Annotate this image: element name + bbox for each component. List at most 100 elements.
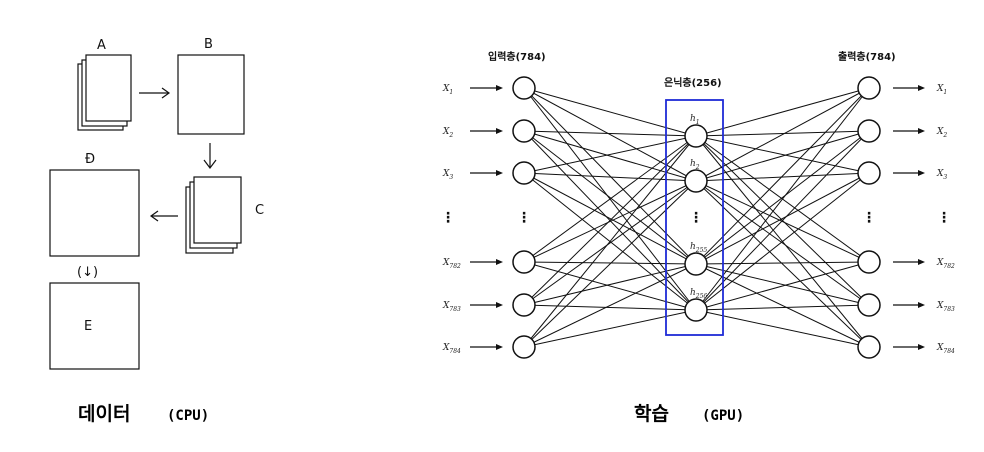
input-label: X2	[442, 127, 453, 139]
edge-input-hidden	[523, 180, 697, 348]
edge-hidden-output	[695, 135, 870, 263]
edge-input-hidden	[523, 130, 697, 137]
output-arrow-head	[918, 344, 925, 350]
ellipsis-vertical: ⋮	[862, 210, 876, 226]
edge-input-hidden	[523, 180, 697, 263]
optional-down-arrow: (↓)	[77, 265, 98, 280]
output-arrow-head	[918, 128, 925, 134]
edge-input-hidden	[523, 263, 697, 306]
edge-input-hidden	[523, 263, 697, 348]
edge-input-hidden	[523, 135, 697, 306]
training-caption-gpu: (GPU)	[702, 408, 744, 424]
output-node	[857, 119, 881, 143]
output-node	[857, 293, 881, 317]
input-layer-label: 입력층(784)	[488, 50, 546, 63]
hidden-node-label: h255	[690, 242, 707, 254]
hidden-layer-label: 은닉층(256)	[664, 76, 722, 89]
edge-input-hidden	[523, 172, 697, 265]
document-a-stack	[77, 54, 132, 131]
edge-hidden-output	[695, 304, 870, 311]
edge-input-hidden	[523, 304, 697, 311]
input-node	[512, 293, 536, 317]
output-label: X782	[936, 258, 955, 270]
input-node	[512, 335, 536, 359]
document-d-label: Đ	[85, 152, 95, 167]
input-arrow-head	[496, 170, 503, 176]
edge-hidden-output	[695, 130, 870, 182]
input-node	[512, 250, 536, 274]
document-a-label: A	[97, 38, 106, 53]
edge-hidden-output	[695, 261, 870, 311]
edge-hidden-output	[695, 130, 870, 265]
output-arrow-head	[918, 85, 925, 91]
edge-input-hidden	[523, 172, 697, 182]
input-label: X782	[442, 258, 461, 270]
output-arrow-head	[918, 302, 925, 308]
hidden-node	[684, 124, 708, 148]
network-nodes	[512, 76, 881, 359]
arrow-c-to-d	[149, 210, 178, 222]
ellipsis-vertical: ⋮	[937, 210, 951, 226]
input-arrow-head	[496, 128, 503, 134]
input-arrow-head	[496, 302, 503, 308]
output-label: X2	[936, 127, 947, 139]
edge-hidden-output	[695, 130, 870, 137]
edge-input-hidden	[523, 135, 697, 348]
edge-hidden-output	[695, 261, 870, 265]
edge-input-hidden	[523, 87, 697, 182]
document-b	[177, 54, 245, 135]
hidden-layer-box	[665, 99, 724, 336]
document-e-label: E	[84, 319, 92, 334]
edge-input-hidden	[523, 130, 697, 182]
edge-hidden-output	[695, 172, 870, 182]
hidden-node-label: h256	[690, 288, 707, 300]
hidden-node-label: h1	[690, 114, 700, 126]
hidden-node	[684, 252, 708, 276]
input-label: X1	[442, 84, 453, 96]
edge-hidden-output	[695, 172, 870, 265]
input-node	[512, 119, 536, 143]
document-b-label: B	[204, 37, 213, 52]
edge-hidden-output	[695, 263, 870, 348]
edge-input-hidden	[523, 87, 697, 265]
edge-input-hidden	[523, 261, 697, 265]
edge-input-hidden	[523, 261, 697, 311]
edge-hidden-output	[695, 180, 870, 263]
output-node	[857, 250, 881, 274]
output-arrow-head	[918, 170, 925, 176]
output-label: X1	[936, 84, 947, 96]
edge-hidden-output	[695, 180, 870, 348]
output-label: X783	[936, 301, 955, 313]
input-node	[512, 76, 536, 100]
input-label: X3	[442, 169, 453, 181]
edge-input-hidden	[523, 180, 697, 306]
edge-input-hidden	[523, 130, 697, 265]
output-label: X3	[936, 169, 947, 181]
edge-hidden-output	[695, 180, 870, 306]
ellipsis-vertical: ⋮	[441, 210, 455, 226]
edge-hidden-output	[695, 135, 870, 306]
edge-hidden-output	[695, 87, 870, 265]
input-node	[512, 161, 536, 185]
ellipsis-vertical: ⋮	[689, 210, 703, 226]
hidden-node	[684, 169, 708, 193]
input-arrow-head	[496, 344, 503, 350]
edge-hidden-output	[695, 309, 870, 348]
output-label: X784	[936, 343, 955, 355]
data-pipeline-sketch: A B C Đ (↓) E	[49, 37, 264, 425]
edge-hidden-output	[695, 135, 870, 348]
hidden-node-label: h2	[690, 159, 700, 171]
hidden-node	[684, 298, 708, 322]
edge-input-hidden	[523, 87, 697, 137]
document-d	[49, 169, 140, 257]
input-label: X784	[442, 343, 461, 355]
arrow-a-to-b	[139, 87, 171, 99]
input-label: X783	[442, 301, 461, 313]
output-node	[857, 335, 881, 359]
data-caption-korean: 데이터	[78, 403, 130, 425]
ellipsis-vertical: ⋮	[517, 210, 531, 226]
input-arrow-head	[496, 259, 503, 265]
